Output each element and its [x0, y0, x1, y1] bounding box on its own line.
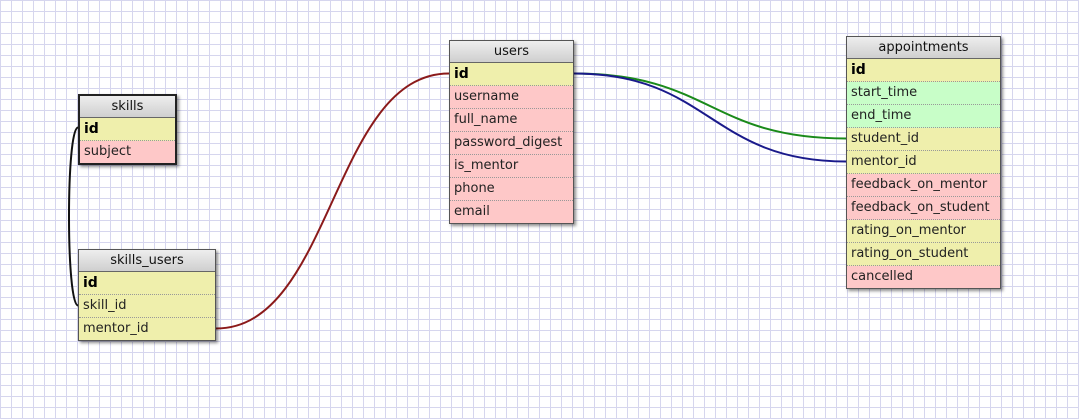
field-subject[interactable]: subject	[80, 141, 175, 163]
relation-line	[215, 72, 450, 330]
field-start-time[interactable]: start_time	[847, 82, 1000, 105]
field-username[interactable]: username	[450, 86, 573, 109]
field-rating-on-student[interactable]: rating_on_student	[847, 243, 1000, 266]
table-title[interactable]: skills_users	[79, 250, 215, 272]
field-mentor-id[interactable]: mentor_id	[79, 318, 215, 340]
field-rating-on-mentor[interactable]: rating_on_mentor	[847, 220, 1000, 243]
relation-line	[573, 72, 847, 140]
relation-line	[68, 126, 79, 307]
field-password-digest[interactable]: password_digest	[450, 132, 573, 155]
field-id[interactable]: id	[79, 272, 215, 295]
field-full-name[interactable]: full_name	[450, 109, 573, 132]
field-phone[interactable]: phone	[450, 178, 573, 201]
field-feedback-on-mentor[interactable]: feedback_on_mentor	[847, 174, 1000, 197]
field-mentor-id[interactable]: mentor_id	[847, 151, 1000, 174]
table-title[interactable]: users	[450, 41, 573, 63]
field-feedback-on-student[interactable]: feedback_on_student	[847, 197, 1000, 220]
field-student-id[interactable]: student_id	[847, 128, 1000, 151]
field-end-time[interactable]: end_time	[847, 105, 1000, 128]
field-cancelled[interactable]: cancelled	[847, 266, 1000, 288]
field-skill-id[interactable]: skill_id	[79, 295, 215, 318]
field-id[interactable]: id	[450, 63, 573, 86]
field-id[interactable]: id	[80, 118, 175, 141]
field-email[interactable]: email	[450, 201, 573, 223]
field-is-mentor[interactable]: is_mentor	[450, 155, 573, 178]
field-id[interactable]: id	[847, 59, 1000, 82]
table-title[interactable]: skills	[80, 96, 175, 118]
table-title[interactable]: appointments	[847, 37, 1000, 59]
relation-line	[573, 72, 847, 163]
